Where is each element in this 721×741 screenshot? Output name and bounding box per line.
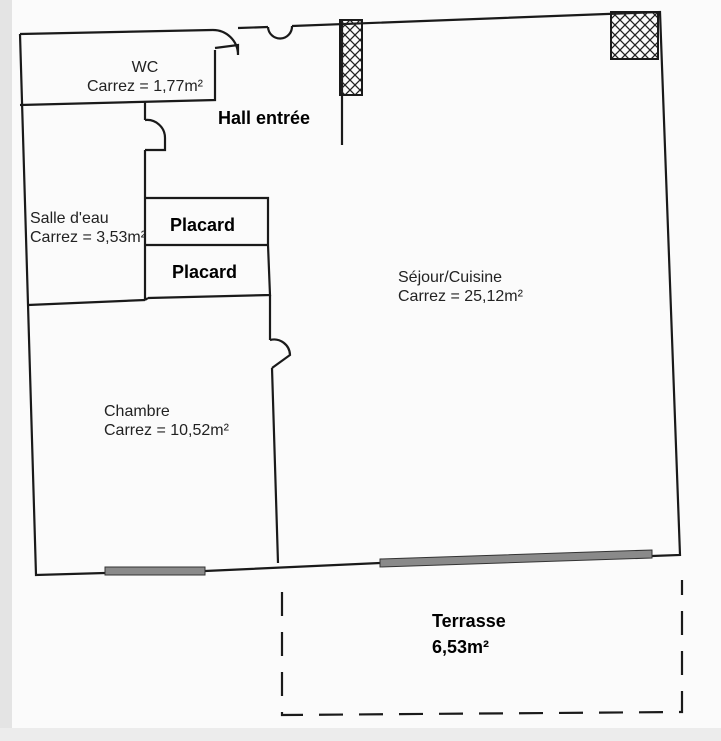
window-sejour [379,549,653,568]
chambre-area: Carrez = 10,52m² [104,422,229,439]
terrasse-area: 6,53m² [432,637,490,657]
outer-wall-top-right [19,10,682,558]
entrance-door-arc [266,25,294,40]
salle-eau-area: Carrez = 3,53m² [30,229,147,246]
sejour-label: Séjour/Cuisine Carrez = 25,12m² [398,268,523,306]
wc-wall [19,50,217,107]
hatched-duct [610,11,659,60]
wc-area: Carrez = 1,77m² [86,78,204,95]
placard-1-label: Placard [170,215,236,235]
page-edge-bottom [0,728,721,741]
salle-eau-door-arc [144,118,167,152]
terrasse-name: Terrasse [432,611,506,631]
sejour-name: Séjour/Cuisine [398,269,503,286]
wc-door-arc [211,28,240,56]
chambre-door-arc [269,338,292,369]
wc-label: WC Carrez = 1,77m² [65,58,225,96]
page-edge [0,0,12,741]
outer-wall-left-bottom [18,33,381,577]
placard-2-label: Placard [172,262,238,282]
salle-eau-label: Salle d'eau Carrez = 3,53m² [30,209,146,247]
wall-join [144,297,149,301]
wc-name: WC [131,59,159,76]
sejour-area: Carrez = 25,12m² [398,288,523,305]
salle-eau-bottom-wall [27,298,146,307]
chambre-name: Chambre [104,403,170,420]
terrasse-outline [280,580,684,717]
hall-label: Hall entrée [218,108,311,128]
terrasse-label: Terrasse 6,53m² [432,608,506,660]
salle-eau-name: Salle d'eau [30,210,109,227]
hatched-column [339,19,363,96]
placard-walls [145,196,272,300]
chambre-wall [268,295,280,564]
window-chambre [104,566,206,576]
chambre-label: Chambre Carrez = 10,52m² [104,402,229,440]
